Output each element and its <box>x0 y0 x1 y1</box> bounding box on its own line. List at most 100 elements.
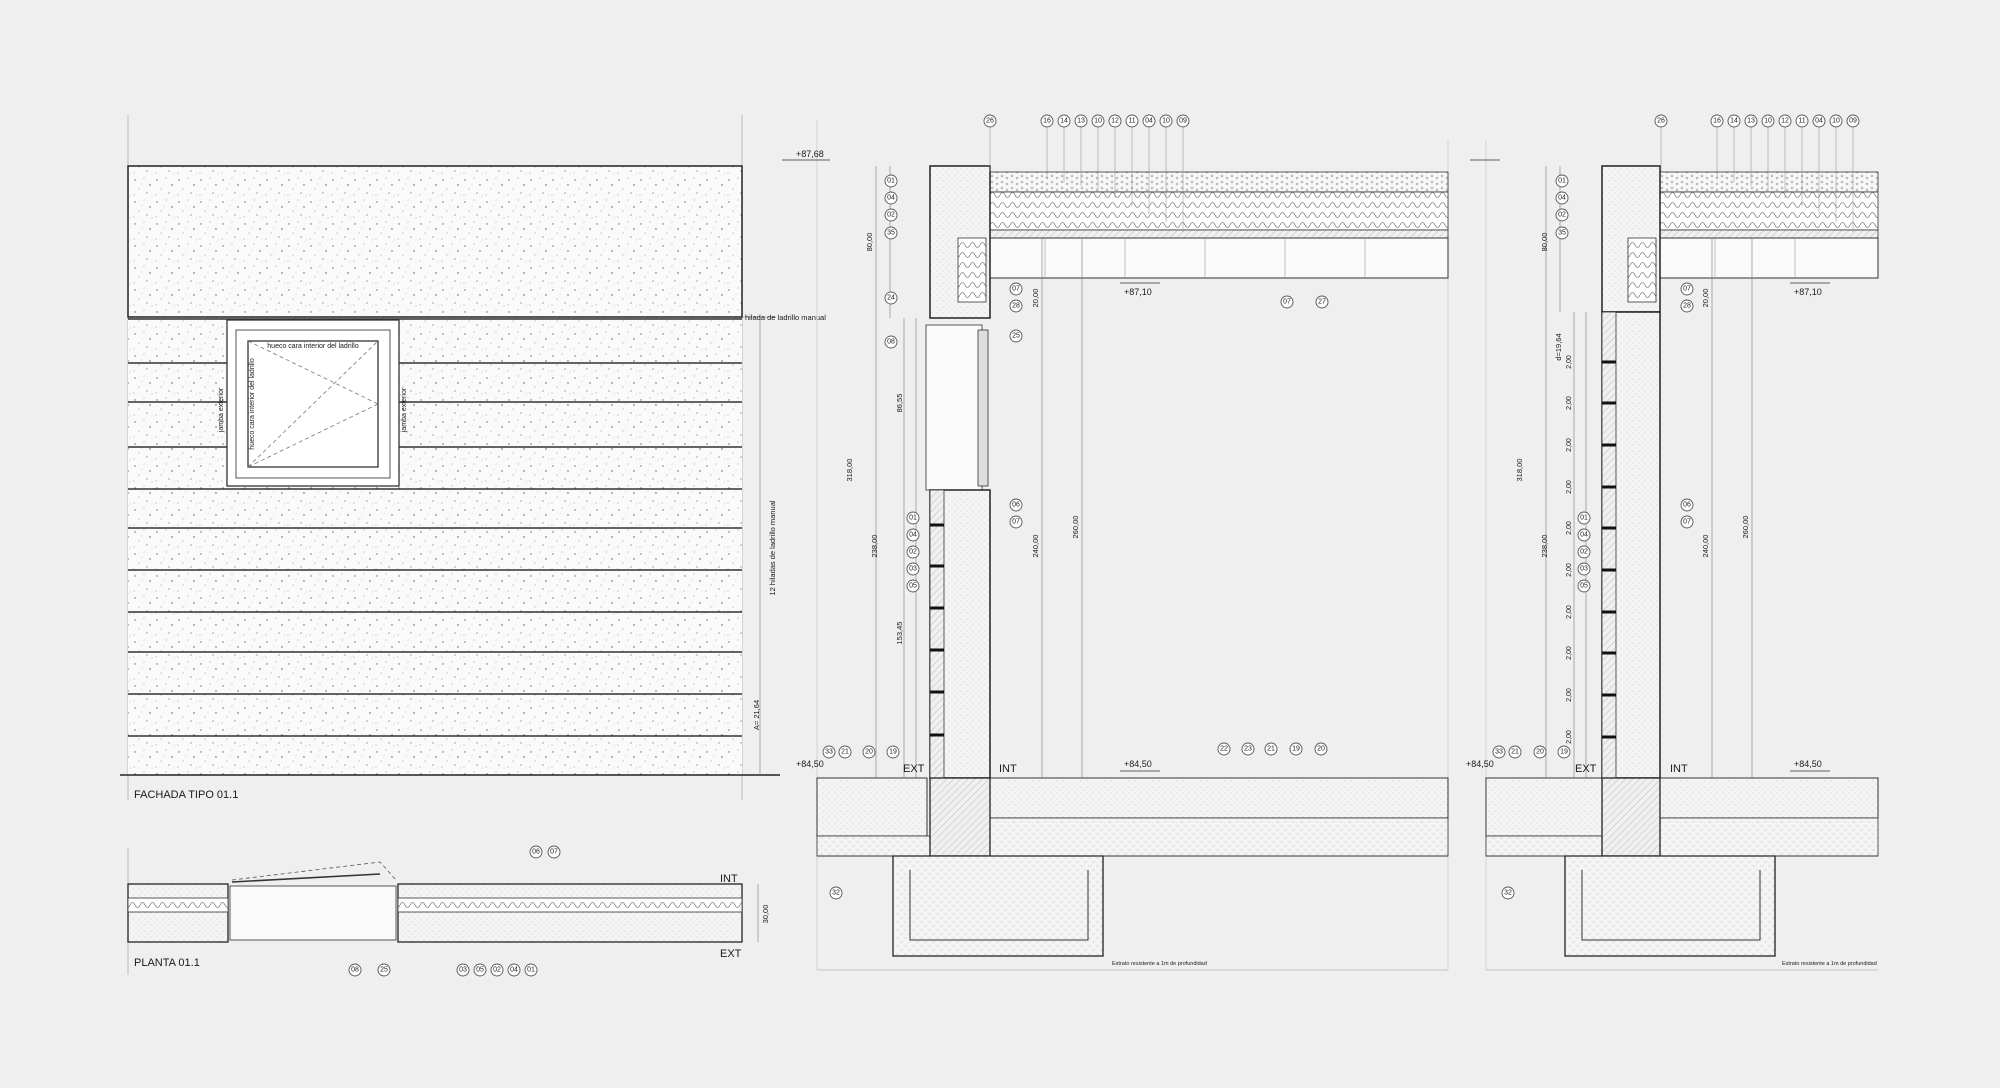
svg-text:05: 05 <box>909 583 917 590</box>
plan-tag-01: 01 <box>524 963 538 977</box>
s1-tag-lm02: 02 <box>906 545 920 559</box>
svg-text:04: 04 <box>1815 118 1823 125</box>
svg-text:13: 13 <box>1077 118 1085 125</box>
s2-tag-w07: 07 <box>1680 282 1694 296</box>
top-course-label: hilada de ladrillo manual <box>745 313 826 322</box>
s2-dim-d19: d=19,64 <box>1554 333 1563 360</box>
s2-roof-insulation <box>1659 191 1879 231</box>
s2-tag-l02: 02 <box>1555 208 1569 222</box>
svg-text:02: 02 <box>909 549 917 556</box>
s1-tag-r21: 21 <box>1264 742 1278 756</box>
s2-tag-m06: 06 <box>1680 498 1694 512</box>
svg-text:26: 26 <box>1657 118 1665 125</box>
svg-text:07: 07 <box>1283 299 1291 306</box>
s2-tag-10b: 10 <box>1829 114 1843 128</box>
s2-course-dim: 2,00 <box>1566 521 1573 535</box>
s1-floor-ext <box>816 777 928 837</box>
svg-text:35: 35 <box>887 230 895 237</box>
s2-level-ceiling: +87,10 <box>1794 287 1822 297</box>
s1-floor-int <box>989 777 1449 819</box>
hole-side-label: hueco cara interior del ladrillo <box>249 358 256 450</box>
svg-text:05: 05 <box>476 967 484 974</box>
svg-text:22: 22 <box>1220 746 1228 753</box>
plan-dim: 30,00 <box>761 905 770 924</box>
s2-tag-l01: 01 <box>1555 174 1569 188</box>
svg-text:11: 11 <box>1128 118 1135 125</box>
s2-tag-12: 12 <box>1778 114 1792 128</box>
s2-tag-f20: 20 <box>1533 745 1547 759</box>
svg-text:09: 09 <box>1849 118 1857 125</box>
s2-tag-lm05: 05 <box>1577 579 1591 593</box>
svg-text:03: 03 <box>909 566 917 573</box>
svg-text:06: 06 <box>532 849 540 856</box>
plan-tag-08: 08 <box>348 963 362 977</box>
s2-dim-318: 318,00 <box>1515 459 1524 482</box>
s2-footing <box>1564 855 1776 957</box>
svg-text:12: 12 <box>1781 118 1789 125</box>
svg-text:04: 04 <box>909 532 917 539</box>
s2-tag-26: 26 <box>1654 114 1668 128</box>
s1-tag-r20: 20 <box>1314 742 1328 756</box>
s2-course-dim: 2,00 <box>1566 480 1573 494</box>
svg-text:04: 04 <box>887 195 895 202</box>
svg-text:16: 16 <box>1043 118 1051 125</box>
s1-tag-04: 04 <box>1142 114 1156 128</box>
svg-text:33: 33 <box>1495 749 1503 756</box>
section-1: +87,68 +87,10 +84,50 +84,50 EXT INT 318,… <box>782 114 1449 971</box>
svg-text:05: 05 <box>1580 583 1588 590</box>
svg-text:09: 09 <box>1179 118 1187 125</box>
jamb-left-label: jamba exterior <box>218 387 225 433</box>
s1-ceiling <box>959 237 1449 279</box>
svg-text:10: 10 <box>1764 118 1772 125</box>
svg-text:20: 20 <box>865 749 873 756</box>
s1-roof-insulation <box>989 191 1449 231</box>
s1-tag-26: 26 <box>983 114 997 128</box>
s2-course-dims: 2,00 2,00 2,00 2,00 2,00 2,00 2,00 2,00 … <box>1566 355 1573 744</box>
s1-tag-m07: 07 <box>1009 515 1023 529</box>
s2-level-floor-ext: +84,50 <box>1466 759 1494 769</box>
s2-floor-int <box>1659 777 1879 819</box>
s2-course-dim: 2,00 <box>1566 563 1573 577</box>
s2-tag-w28: 28 <box>1680 299 1694 313</box>
s1-tag-w25: 25 <box>1009 329 1023 343</box>
s2-course-dim: 2,00 <box>1566 396 1573 410</box>
s1-tag-lm04: 04 <box>906 528 920 542</box>
svg-text:02: 02 <box>1580 549 1588 556</box>
s2-dim-238: 238,00 <box>1540 535 1549 558</box>
svg-text:06: 06 <box>1683 502 1691 509</box>
s1-tag-lm01: 01 <box>906 511 920 525</box>
s2-tag-09: 09 <box>1846 114 1860 128</box>
svg-text:25: 25 <box>380 967 388 974</box>
plan-tag-06: 06 <box>529 845 543 859</box>
svg-text:25: 25 <box>1012 333 1020 340</box>
s1-dim-80: 80,00 <box>865 233 874 252</box>
svg-text:02: 02 <box>1558 212 1566 219</box>
plan-tag-02: 02 <box>490 963 504 977</box>
plan-ext-label: EXT <box>720 948 742 960</box>
s1-footing-wall <box>929 777 991 857</box>
facade-title: FACHADA TIPO 01.1 <box>134 789 238 801</box>
s2-tag-16: 16 <box>1710 114 1724 128</box>
s1-tag-16: 16 <box>1040 114 1054 128</box>
svg-text:20: 20 <box>1317 746 1325 753</box>
s2-footnote: Estrato resistente a 1m de profundidad <box>1782 961 1877 967</box>
svg-text:07: 07 <box>1683 286 1691 293</box>
svg-text:32: 32 <box>832 890 840 897</box>
s2-ext-label: EXT <box>1575 763 1597 775</box>
s1-tag-r19: 19 <box>1289 742 1303 756</box>
s1-dim-318: 318,00 <box>845 459 854 482</box>
svg-text:04: 04 <box>1558 195 1566 202</box>
s2-roof-gravel <box>1659 171 1879 193</box>
svg-text:01: 01 <box>909 515 917 522</box>
s1-level-ceiling: +87,10 <box>1124 287 1152 297</box>
svg-text:14: 14 <box>1730 118 1738 125</box>
s1-dim-260: 260,00 <box>1071 516 1080 539</box>
svg-text:04: 04 <box>1145 118 1153 125</box>
s2-course-dim: 2,00 <box>1566 688 1573 702</box>
s1-tag-c27: 27 <box>1315 295 1329 309</box>
svg-text:02: 02 <box>493 967 501 974</box>
s2-tag-lm04: 04 <box>1577 528 1591 542</box>
s1-tag-w28: 28 <box>1009 299 1023 313</box>
s1-tag-10b: 10 <box>1159 114 1173 128</box>
